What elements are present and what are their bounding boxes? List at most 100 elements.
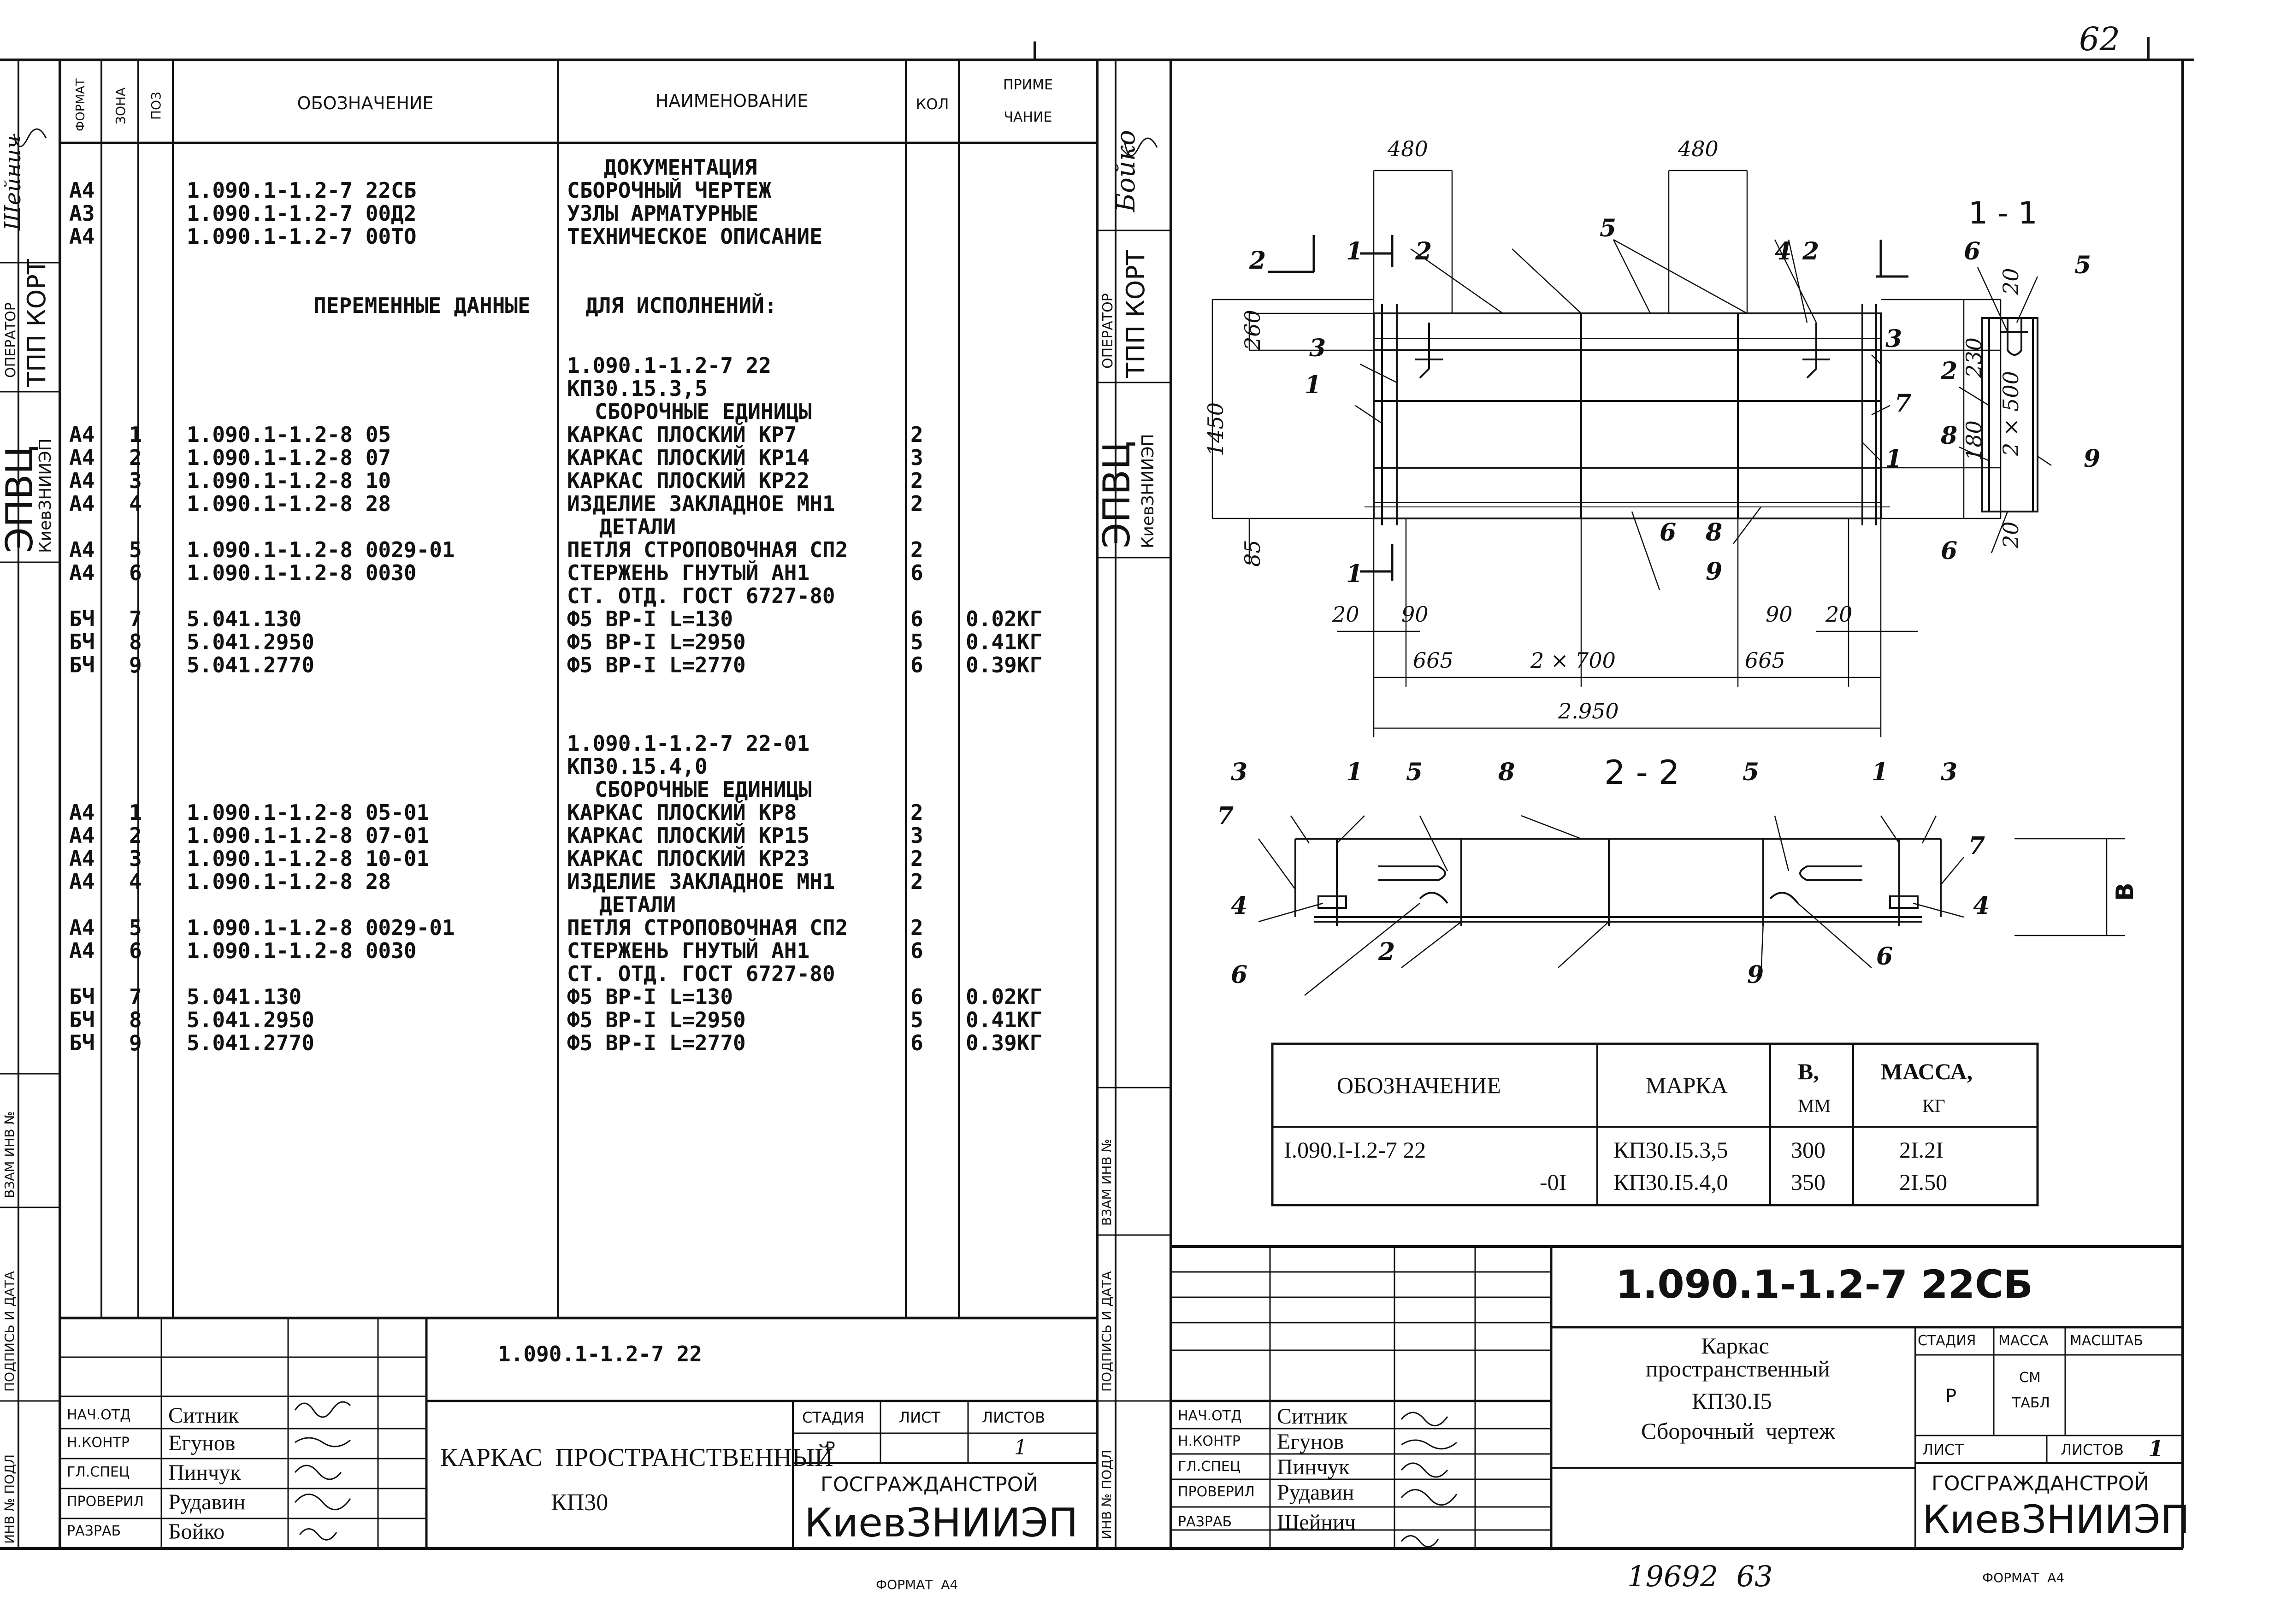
variant-details: ДЕТАЛИ [599, 892, 676, 917]
section11-title: 1 - 1 [1968, 195, 2038, 231]
item-pos: 9 [129, 653, 142, 677]
right-margin-signer: Бойко [1111, 129, 1141, 212]
item-fmt: БЧ [69, 1007, 95, 1032]
section11-callout-c9: 9 [2084, 445, 2101, 473]
right-stamp-title4: Сборочный чертеж [1641, 1418, 1835, 1444]
variant-asm: СБОРОЧНЫЕ ЕДИНИЦЫ [595, 399, 812, 424]
table-r1-m: 2I.2I [1899, 1137, 1943, 1163]
plan-callout-c4: 4 [1775, 237, 1792, 265]
right-stamp-sheet-h: ЛИСТ [1922, 1441, 1964, 1459]
left-stamp-org-top: ГОСГРАЖДАНСТРОЙ [821, 1473, 1039, 1496]
item-des: 1.090.1-1.2-8 10 [187, 468, 391, 493]
item-name: Ф5 ВР-I L=2770 [567, 1030, 746, 1055]
section11-callout-c6b: 6 [1941, 537, 1958, 565]
item-name: КАРКАС ПЛОСКИЙ КР22 [567, 468, 810, 493]
table-r2-des: -0I [1540, 1169, 1567, 1195]
left-stamp-org: КиевЗНИИЭП [804, 1500, 1078, 1546]
item-name: КАРКАС ПЛОСКИЙ КР23 [567, 846, 810, 871]
right-sheet: 62 [1095, 0, 2292, 1624]
plan-callout-c8: 8 [1706, 518, 1723, 547]
right-stamp-org-top: ГОСГРАЖДАНСТРОЙ [1932, 1472, 2150, 1495]
right-stamp-mass-v1: СМ [2019, 1370, 2041, 1386]
left-margin-operator: ОПЕРАТОР [3, 302, 19, 378]
left-frame-lines [0, 41, 1099, 1550]
doc-name: СБОРОЧНЫЙ ЧЕРТЕЖ [567, 178, 772, 203]
variant-code: 1.090.1-1.2-7 22-01 [567, 731, 810, 756]
item-note: 0.39КГ [966, 1030, 1043, 1055]
stamp-name: Шейнич [1277, 1510, 1356, 1535]
section22-callout-c4b: 4 [1973, 892, 1990, 920]
item-des: 1.090.1-1.2-8 07-01 [187, 823, 430, 848]
item-pos: 5 [129, 915, 142, 940]
section11-callout-c5: 5 [2074, 251, 2091, 279]
stamp-role: НАЧ.ОТД [1178, 1408, 1242, 1424]
var-right: ДЛЯ ИСПОЛНЕНИЙ: [585, 293, 777, 318]
item-pos: 1 [129, 800, 142, 825]
variant-details: ДЕТАЛИ [599, 514, 676, 539]
plan-dim-d2x500: 2 × 500 [1998, 371, 2023, 456]
plan-callout-c5: 5 [1600, 214, 1617, 242]
item-qty: 2 [910, 846, 923, 871]
left-stamp-title2: КП30 [551, 1489, 608, 1516]
item-fmt: БЧ [69, 606, 95, 631]
section22-callout-c3b: 3 [1941, 758, 1958, 786]
plan-dim-d480a: 480 [1388, 136, 1428, 161]
doc-name: УЗЛЫ АРМАТУРНЫЕ [567, 201, 759, 226]
plan-callout-c1c: 1 [1346, 560, 1363, 588]
right-margin-operator: ОПЕРАТОР [1100, 293, 1116, 369]
doc-des: 1.090.1-1.2-7 00Д2 [187, 201, 417, 226]
item-des: 5.041.2950 [187, 1007, 314, 1032]
stamp-role: ГЛ.СПЕЦ [67, 1464, 130, 1480]
item-pos: 4 [129, 869, 142, 894]
plan-cut-2a: 2 [1249, 247, 1266, 275]
plan-dim-d90a: 90 [1401, 602, 1429, 627]
hdr-name: НАИМЕНОВАНИЕ [655, 91, 809, 111]
stamp-role: НАЧ.ОТД [67, 1407, 131, 1423]
variant-code: 1.090.1-1.2-7 22 [567, 353, 772, 378]
item-name: КАРКАС ПЛОСКИЙ КР15 [567, 823, 810, 848]
left-stamp-stage-h: СТАДИЯ [802, 1409, 864, 1426]
item-name: Ф5 ВР-I L=130 [567, 606, 733, 631]
hdr-note-top: ПРИМЕ [1003, 77, 1053, 93]
right-stamp-mass-h: МАССА [1998, 1333, 2049, 1349]
left-stamp-sheets-h: ЛИСТОВ [982, 1409, 1046, 1426]
plan-dim-d2x700: 2 × 700 [1530, 648, 1616, 673]
item-pos: 7 [129, 984, 142, 1009]
item-des: 5.041.2950 [187, 630, 314, 654]
plan-callout-c7: 7 [1895, 389, 1912, 418]
item-note: 0.41КГ [966, 1007, 1043, 1032]
table-r1-mark: КП30.I5.3,5 [1613, 1137, 1728, 1163]
item-note: 0.02КГ [966, 984, 1043, 1009]
section11-callout-c6a: 6 [1964, 237, 1981, 265]
item-qty: 2 [910, 537, 923, 562]
item-des: 5.041.2770 [187, 653, 314, 677]
item-fmt: А4 [69, 846, 95, 871]
item-des: 1.090.1-1.2-8 28 [187, 869, 391, 894]
item-qty: 6 [910, 606, 923, 631]
item-pos: 5 [129, 537, 142, 562]
table-r1-b: 300 [1791, 1137, 1825, 1163]
left-margin-podpis: ПОДПИСЬ И ДАТА [2, 1271, 17, 1392]
item-qty: 6 [910, 653, 923, 677]
item-pos: 3 [129, 846, 142, 871]
left-stamp-title1: КАРКАС ПРОСТРАНСТВЕННЫЙ [440, 1443, 833, 1472]
left-stamp-code: 1.090.1-1.2-7 22 [498, 1342, 703, 1366]
doc-section-title: ДОКУМЕНТАЦИЯ [604, 155, 757, 180]
variant-std: СТ. ОТД. ГОСТ 6727-80 [567, 583, 835, 608]
item-qty: 2 [910, 869, 923, 894]
item-qty: 2 [910, 800, 923, 825]
item-des: 1.090.1-1.2-8 28 [187, 491, 391, 516]
item-name: КАРКАС ПЛОСКИЙ КР7 [567, 422, 797, 447]
hdr-pos: ПОЗ [148, 91, 164, 120]
section22-title: 2 - 2 [1604, 753, 1680, 792]
item-fmt: А4 [69, 468, 95, 493]
left-margin-vzam: ВЗАМ ИНВ № [2, 1111, 17, 1198]
plan-dim-d20d: 20 [1825, 602, 1853, 627]
section22-dim: В [2111, 883, 2139, 901]
stamp-name: Егунов [168, 1431, 236, 1455]
item-name: ПЕТЛЯ СТРОПОВОЧНАЯ СП2 [567, 915, 848, 940]
item-pos: 6 [129, 938, 142, 963]
item-qty: 5 [910, 630, 923, 654]
section22-callout-c2: 2 [1378, 938, 1395, 966]
